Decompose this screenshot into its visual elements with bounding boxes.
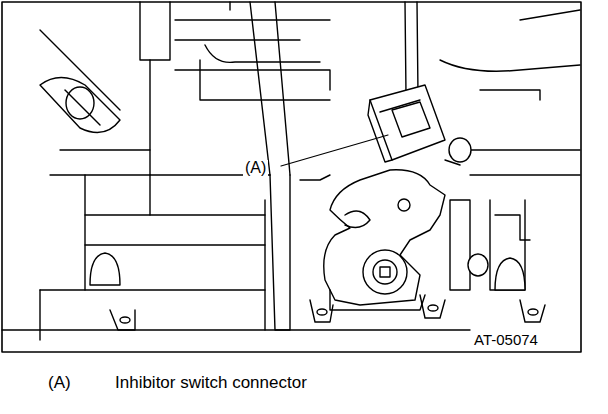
caption-key: (A) xyxy=(48,374,71,391)
caption-text: Inhibitor switch connector xyxy=(115,374,307,391)
figure-code: AT-05074 xyxy=(472,332,540,347)
leader-line xyxy=(281,135,388,166)
callout-letter: (A) xyxy=(243,160,268,176)
